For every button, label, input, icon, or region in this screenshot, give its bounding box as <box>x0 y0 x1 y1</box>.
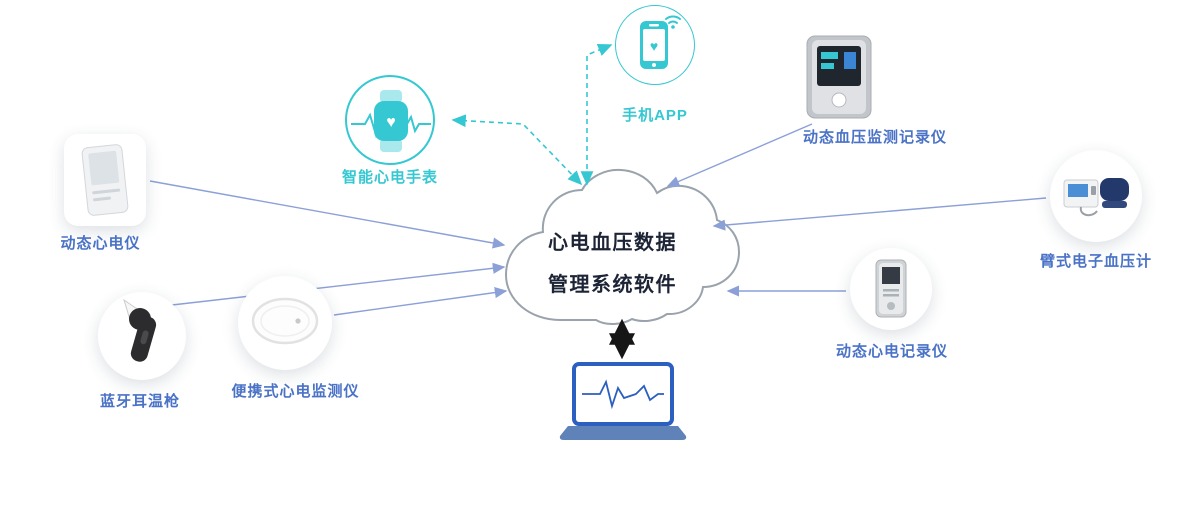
arm-bp-node <box>1050 150 1142 242</box>
label-ecg-card: 动态心电仪 <box>60 235 141 252</box>
bp-monitor-node <box>802 34 876 120</box>
ecg-card-node <box>64 134 146 226</box>
wifi-icon <box>665 15 681 29</box>
cloud-title-line2: 管理系统软件 <box>548 274 677 296</box>
label-bp-monitor: 动态血压监测记录仪 <box>802 129 947 146</box>
cloud-title-line1: 心电血压数据 <box>548 232 677 254</box>
phone-icon: ♥ <box>640 15 681 69</box>
label-phone-app: 手机APP <box>622 107 688 124</box>
smart-watch-node: ♥ <box>345 75 435 165</box>
heart-icon: ♥ <box>386 114 396 131</box>
portable-ecg-device <box>251 297 319 345</box>
connector-phone-dashed <box>580 44 613 186</box>
phone-app-node: ♥ <box>615 5 695 85</box>
label-smart-watch: 智能心电手表 <box>341 169 438 186</box>
laptop-node <box>556 360 688 444</box>
label-ear-thermo: 蓝牙耳温枪 <box>99 393 180 410</box>
heart-icon: ♥ <box>650 38 658 54</box>
connector-arm-bp <box>712 197 1047 231</box>
connector-bp-monitor <box>666 123 813 187</box>
arm-bp-device <box>1063 178 1129 217</box>
portable-ecg-node <box>238 276 332 370</box>
connector-ecg-card <box>149 180 506 249</box>
ear-thermo-device <box>123 298 157 362</box>
bp-monitor-device <box>806 35 872 119</box>
smart-watch-icon: ♥ <box>351 90 431 152</box>
connector-portable-ecg <box>333 287 508 316</box>
holter-node <box>850 248 932 330</box>
cloud-title: 心电血压数据 管理系统软件 <box>548 222 718 306</box>
ear-thermo-node <box>98 292 186 380</box>
label-portable-ecg: 便携式心电监测仪 <box>231 383 360 400</box>
label-holter: 动态心电记录仪 <box>835 343 948 360</box>
holter-device <box>875 259 907 318</box>
connector-ear-thermo <box>171 262 506 306</box>
label-arm-bp: 臂式电子血压计 <box>1039 253 1152 270</box>
ecg-card-device <box>81 144 129 216</box>
connector-watch-dashed <box>451 114 583 186</box>
laptop-icon <box>559 362 687 440</box>
